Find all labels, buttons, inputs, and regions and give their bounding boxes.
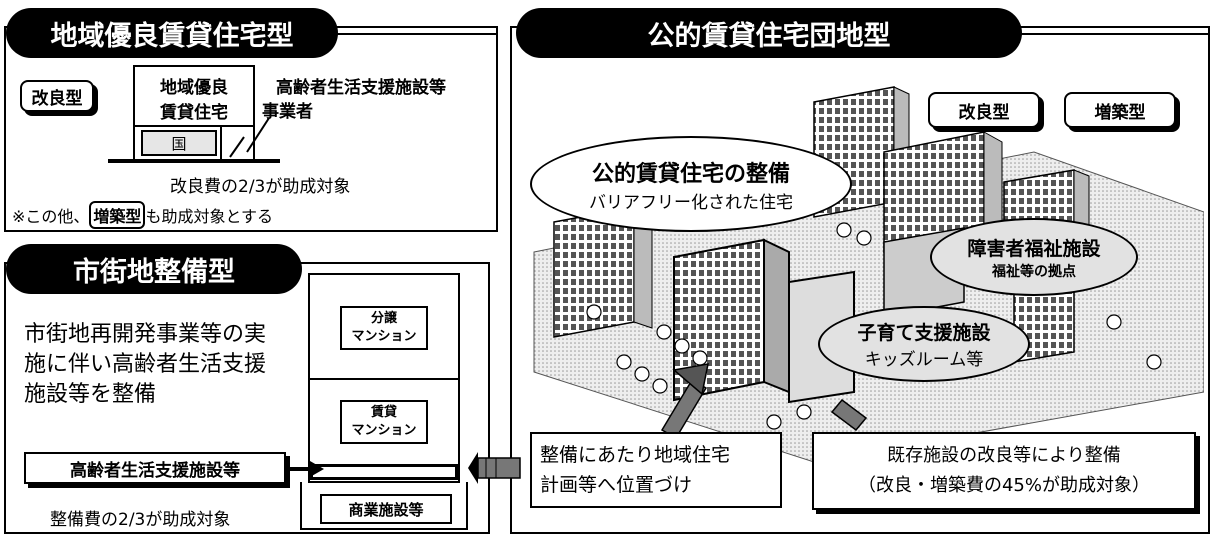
bubble-disability-welfare: 障害者福祉施設 福祉等の拠点 bbox=[930, 218, 1138, 296]
bubble-childcare-sub: キッズルーム等 bbox=[864, 350, 984, 370]
panel-urban-title-line bbox=[290, 262, 490, 264]
bubble-public-housing-title: 公的賃貸住宅の整備 bbox=[591, 161, 790, 187]
callout-arrows bbox=[660, 363, 868, 440]
panel-urban-title: 市街地整備型 bbox=[6, 244, 302, 294]
regional-note: ※この他、 増築型 も助成対象とする bbox=[12, 201, 273, 229]
urban-floor-divider bbox=[308, 378, 460, 380]
panel-public-title-line bbox=[1010, 33, 1210, 35]
urban-subsidy-text: 整備費の2/3が助成対象 bbox=[50, 510, 231, 530]
callout-planning: 整備にあたり地域住宅 計画等へ位置づけ bbox=[530, 432, 782, 508]
facility-box-urban: 高齢者生活支援施設等 bbox=[24, 452, 286, 484]
connector-arrow bbox=[468, 452, 521, 484]
callout-improvement: 既存施設の改良等により整備 （改良・増築費の45%が助成対象） bbox=[812, 432, 1196, 510]
floor-bunjo-2: マンション bbox=[351, 329, 417, 344]
operator-pointer bbox=[246, 117, 270, 153]
tag-kairyo-regional: 改良型 bbox=[20, 80, 94, 112]
callout-planning-1: 整備にあたり地域住宅 bbox=[540, 444, 731, 466]
floor-chintai: 賃貸 マンション bbox=[340, 400, 428, 444]
regional-building-label-1: 地域優良 bbox=[160, 78, 228, 98]
urban-base bbox=[300, 482, 468, 530]
bubble-childcare: 子育て支援施設 キッズルーム等 bbox=[818, 306, 1030, 382]
urban-facility-floor bbox=[310, 464, 458, 480]
floor-chintai-2: マンション bbox=[351, 423, 417, 438]
regional-subsidy-text: 改良費の2/3が助成対象 bbox=[170, 177, 351, 197]
urban-desc-1: 市街地再開発事業等の実 bbox=[24, 322, 267, 347]
urban-desc-2: 施に伴い高齢者生活支援 bbox=[24, 352, 267, 377]
floor-bunjo-1: 分譲 bbox=[370, 311, 397, 326]
regional-note-suffix: も助成対象とする bbox=[145, 207, 273, 226]
urban-desc-3: 施設等を整備 bbox=[24, 382, 157, 407]
operator-label: 事業者 bbox=[262, 102, 313, 122]
regional-ground-line bbox=[108, 159, 280, 163]
regional-ground-floor bbox=[133, 125, 255, 161]
bubble-public-housing: 公的賃貸住宅の整備 バリアフリー化された住宅 bbox=[530, 136, 852, 232]
tag-kairyo-public: 改良型 bbox=[928, 92, 1040, 128]
bubble-disability-welfare-sub: 福祉等の拠点 bbox=[992, 263, 1076, 280]
bubble-childcare-title: 子育て支援施設 bbox=[857, 322, 991, 344]
kuni-box: 国 bbox=[141, 130, 217, 156]
operator-marker bbox=[229, 136, 245, 158]
facility-arrow bbox=[286, 461, 324, 477]
tag-zochiku-note: 増築型 bbox=[89, 201, 146, 229]
tag-zochiku-public: 増築型 bbox=[1064, 92, 1176, 128]
panel-regional-rental bbox=[4, 26, 498, 232]
callout-planning-2: 計画等へ位置づけ bbox=[540, 474, 693, 496]
bubble-disability-welfare-title: 障害者福祉施設 bbox=[967, 237, 1101, 260]
floor-chintai-1: 賃貸 bbox=[370, 405, 397, 420]
building-left bbox=[553, 206, 653, 338]
panel-regional-title-line bbox=[330, 33, 498, 35]
bubble-public-housing-sub: バリアフリー化された住宅 bbox=[589, 192, 793, 213]
floor-bunjo: 分譲 マンション bbox=[340, 306, 428, 350]
callout-improvement-1: 既存施設の改良等により整備 bbox=[887, 445, 1121, 466]
panel-regional-title: 地域優良賃貸住宅型 bbox=[6, 8, 338, 58]
regional-ground-divider bbox=[220, 127, 222, 161]
panel-public-title: 公的賃貸住宅団地型 bbox=[516, 8, 1022, 58]
regional-building-label-2: 賃貸住宅 bbox=[160, 103, 228, 123]
callout-improvement-2: （改良・増築費の45%が助成対象） bbox=[857, 475, 1150, 496]
facility-label-regional: 高齢者生活支援施設等 bbox=[276, 78, 446, 98]
building-back-2 bbox=[883, 131, 1003, 253]
commercial-box: 商業施設等 bbox=[320, 494, 452, 524]
regional-note-prefix: ※この他、 bbox=[12, 207, 90, 226]
